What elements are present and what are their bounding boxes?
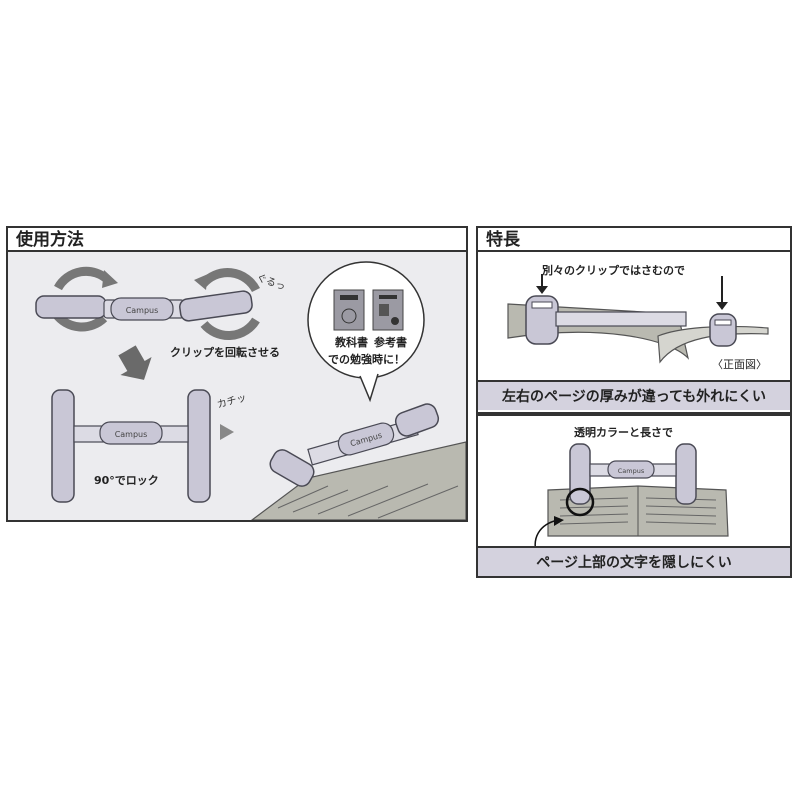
separate-clips-caption: 別々のクリップではさむので xyxy=(542,264,685,277)
locked-clip-left-arm xyxy=(51,389,75,503)
how-to-use-panel: 使用方法 Campus ぐるっ クリップを回転させる xyxy=(6,226,468,522)
spin-sound-text: ぐるっ xyxy=(255,272,287,293)
locked-clip-brand: Campus xyxy=(115,430,148,439)
book-text-lines xyxy=(277,483,459,519)
rotate-arrow-right-bottom xyxy=(200,317,260,340)
highlight-circle xyxy=(565,487,595,517)
textbook-title-bar xyxy=(340,295,358,300)
click-sound-text: カチッ xyxy=(216,392,248,411)
clip-brand-plate xyxy=(110,297,174,321)
text-visibility-banner: ページ上部の文字を隠しにくい xyxy=(478,546,790,576)
clip-right-jaw xyxy=(179,290,253,322)
clear-clip-right-arm xyxy=(675,443,697,505)
right-clip-front xyxy=(709,313,737,347)
clear-clip-brand: Campus xyxy=(618,467,645,475)
clear-clip-plate xyxy=(607,460,655,479)
clear-length-panel: 透明カラーと長さで Campus ページ上部の文字を隠しにくい xyxy=(476,414,792,578)
clear-length-caption: 透明カラーと長さで xyxy=(574,426,673,439)
bubble-tail xyxy=(359,373,379,403)
down-arrow-icon xyxy=(118,345,152,380)
book-clip-plate xyxy=(337,422,395,456)
locked-clip-right-arm xyxy=(187,389,211,503)
left-pointer-arrow-icon xyxy=(536,286,548,294)
rotate-arrow-left-top xyxy=(54,266,112,291)
reference-label: 参考書 xyxy=(374,335,407,349)
reference-block xyxy=(379,304,389,316)
clear-clip-left-arm xyxy=(569,443,591,505)
rotate-arrowhead-left xyxy=(102,270,118,288)
how-to-use-title: 使用方法 xyxy=(8,228,466,252)
features-panel: 特長 別々のクリップではさむので 〈正面図〉 左右のページの厚みが違っても外れに… xyxy=(476,226,792,414)
study-bubble: 教科書 参考書 での勉強時に！ xyxy=(307,261,425,403)
textbook-label: 教科書 xyxy=(334,335,368,349)
rotate-caption: クリップを回転させる xyxy=(170,345,280,359)
open-book-pages xyxy=(251,441,466,520)
thickness-banner: 左右のページの厚みが違っても外れにくい xyxy=(478,380,790,410)
right-clip-window xyxy=(714,319,732,326)
right-pointer-arrow-icon xyxy=(716,302,728,310)
reference-title-bar xyxy=(379,295,397,299)
left-clip-window xyxy=(531,301,553,309)
study-caption: での勉強時に！ xyxy=(328,352,405,366)
how-to-use-illustration: Campus ぐるっ クリップを回転させる Campus カチッ 90°でロック xyxy=(35,261,466,520)
rotate-arrow-right-top xyxy=(199,268,261,293)
highlight-arrow-icon xyxy=(554,516,564,526)
clip-brand-text: Campus xyxy=(126,306,159,315)
front-clip-bar xyxy=(555,311,687,327)
front-view-label: 〈正面図〉 xyxy=(712,358,767,371)
lock-caption: 90°でロック xyxy=(94,474,159,487)
clear-clip-illustration: Campus xyxy=(534,443,729,559)
clip-left-jaw xyxy=(35,295,107,319)
click-mark-icon xyxy=(220,424,234,440)
textbook-emblem xyxy=(341,308,357,324)
book-clip-left-jaw xyxy=(269,449,315,487)
reference-dot xyxy=(391,317,399,325)
book-clip-right-jaw xyxy=(394,403,440,437)
front-view-illustration xyxy=(507,274,769,364)
locked-clip-plate xyxy=(99,421,163,445)
rotate-arrowhead-right xyxy=(194,274,208,290)
right-page-stack xyxy=(657,325,769,364)
book-with-clip: Campus xyxy=(251,403,466,520)
features-title: 特長 xyxy=(478,228,790,252)
rotating-clip: Campus xyxy=(35,266,261,340)
locked-clip: Campus xyxy=(51,389,211,503)
